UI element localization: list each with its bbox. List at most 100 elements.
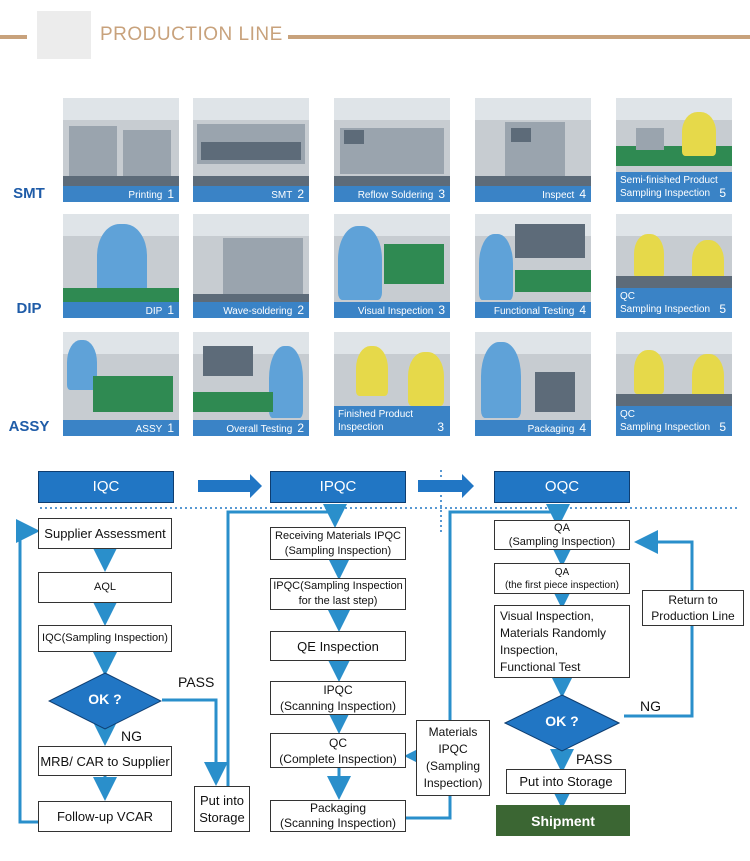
text-ok-iqc: OK ?	[88, 691, 122, 707]
label-ng-oqc: NG	[640, 698, 661, 714]
text-receiving-line1: Receiving Materials IPQC	[275, 529, 401, 542]
box-qc-complete: QC (Complete Inspection)	[270, 733, 406, 768]
photo-smt-inspect: Inspect 4	[475, 98, 591, 202]
photo-step-number: 4	[579, 421, 586, 435]
photo-smt-reflow: Reflow Soldering 3	[334, 98, 450, 202]
photo-caption: Reflow Soldering	[357, 190, 434, 201]
photo-caption: Wave-soldering	[223, 306, 293, 317]
text-visual-line4: Functional Test	[500, 659, 581, 674]
text-last-step-line2: for the last step)	[298, 595, 378, 607]
box-followup-vcar: Follow-up VCAR	[38, 801, 172, 832]
text-qc-line2: (Complete Inspection)	[279, 751, 397, 766]
photo-caption: Inspect	[542, 190, 575, 201]
text-iqc-sampling: IQC(Sampling Inspection)	[42, 632, 168, 644]
text-return-line2: Production Line	[651, 609, 735, 623]
photo-step-number: 2	[297, 303, 304, 317]
photo-caption-line2: Inspection	[338, 422, 384, 433]
text-materials-line1: Materials	[428, 725, 478, 739]
text-materials-line3: (Sampling	[425, 759, 481, 773]
photo-step-number: 2	[297, 421, 304, 435]
photo-caption: Visual Inspection	[357, 306, 434, 317]
text-last-step-line1: IPQC(Sampling Inspection	[273, 580, 403, 592]
text-materials-line4: Inspection)	[423, 776, 483, 790]
box-put-into-storage-oqc: Put into Storage	[506, 769, 626, 794]
photo-caption: ASSY	[135, 424, 163, 435]
box-qa-sampling: QA (Sampling Inspection)	[494, 520, 630, 550]
text-put-into-storage-oqc: Put into Storage	[519, 774, 613, 789]
photo-assy-overall-testing: Overall Testing 2	[193, 332, 309, 436]
photo-caption-line1: QC	[620, 291, 635, 302]
photo-step-number: 5	[719, 186, 726, 200]
box-aql: AQL	[38, 572, 172, 603]
photo-caption: Overall Testing	[226, 424, 293, 435]
text-storage-line1: Put into	[199, 793, 245, 808]
photo-caption: Printing	[128, 190, 163, 201]
box-visual-inspection: Visual Inspection, Materials Randomly In…	[494, 605, 630, 678]
box-ipqc-scanning: IPQC (Scanning Inspection)	[270, 681, 406, 715]
photo-dip-wave-soldering: Wave-soldering 2	[193, 214, 309, 318]
photo-caption-line1: QC	[620, 409, 635, 420]
decision-ok-oqc	[504, 694, 620, 752]
photo-caption-line2: Sampling Inspection	[620, 422, 711, 433]
photo-step-number: 5	[719, 420, 726, 434]
box-receiving-materials-ipqc: Receiving Materials IPQC (Sampling Inspe…	[270, 527, 406, 560]
photo-caption-line1: Semi-finished Product	[620, 175, 718, 186]
row-label-dip: DIP	[16, 300, 42, 317]
text-supplier-assessment: Supplier Assessment	[44, 526, 166, 541]
text-receiving-line2: (Sampling Inspection)	[284, 544, 392, 557]
photo-step-number: 4	[579, 187, 586, 201]
header-logo-square	[37, 11, 91, 59]
text-mrb-car: MRB/ CAR to Supplier	[40, 753, 170, 769]
header-rule-right	[288, 35, 750, 39]
text-qa2-line2: (the first piece inspection)	[505, 579, 619, 591]
text-scanning-line2: (Scanning Inspection)	[279, 699, 397, 713]
photo-step-number: 1	[167, 421, 174, 435]
photo-assy-assy: ASSY 1	[63, 332, 179, 436]
box-shipment: Shipment	[496, 805, 630, 836]
text-qc-line1: QC	[329, 735, 347, 750]
photo-assy-qc-sampling: QC Sampling Inspection 5	[616, 332, 732, 436]
flow-header-iqc: IQC	[38, 471, 174, 503]
text-packaging-line2: (Scanning Inspection)	[279, 816, 397, 830]
photo-caption: SMT	[271, 190, 293, 201]
header-rule-left	[0, 35, 27, 39]
photo-caption: Packaging	[527, 424, 575, 435]
text-followup-vcar: Follow-up VCAR	[56, 809, 154, 824]
photo-caption-line2: Sampling Inspection	[620, 304, 711, 315]
photo-step-number: 3	[438, 187, 445, 201]
text-shipment: Shipment	[531, 812, 595, 829]
text-materials-line2: IPQC	[438, 742, 468, 756]
photo-caption: DIP	[145, 306, 163, 317]
box-mrb-car: MRB/ CAR to Supplier	[38, 746, 172, 776]
label-pass-iqc: PASS	[178, 674, 215, 690]
row-label-smt: SMT	[13, 185, 45, 202]
box-return-production-line: Return to Production Line	[642, 590, 744, 626]
box-put-into-storage-iqc: Put into Storage	[194, 786, 250, 832]
header-arrow-ipqc-oqc	[418, 474, 474, 498]
photo-dip-visual-inspection: Visual Inspection 3	[334, 214, 450, 318]
photo-step-number: 3	[438, 303, 445, 317]
text-qa2-line1: QA	[554, 566, 570, 578]
text-packaging-line1: Packaging	[309, 801, 367, 815]
text-scanning-line1: IPQC	[323, 683, 353, 697]
flow-header-ipqc: IPQC	[270, 471, 406, 503]
flow-header-oqc: OQC	[494, 471, 630, 503]
label-pass-oqc: PASS	[576, 751, 613, 767]
box-qa-first-piece: QA (the first piece inspection)	[494, 563, 630, 594]
box-packaging-scanning: Packaging (Scanning Inspection)	[270, 800, 406, 832]
box-materials-ipqc: Materials IPQC (Sampling Inspection)	[416, 720, 490, 796]
box-ipqc-last-step: IPQC(Sampling Inspection for the last st…	[270, 578, 406, 610]
text-storage-line2: Storage	[199, 810, 245, 825]
photo-caption: Functional Testing	[493, 306, 575, 317]
box-supplier-assessment: Supplier Assessment	[38, 518, 172, 549]
box-iqc-sampling: IQC(Sampling Inspection)	[38, 625, 172, 652]
text-aql: AQL	[93, 581, 116, 593]
